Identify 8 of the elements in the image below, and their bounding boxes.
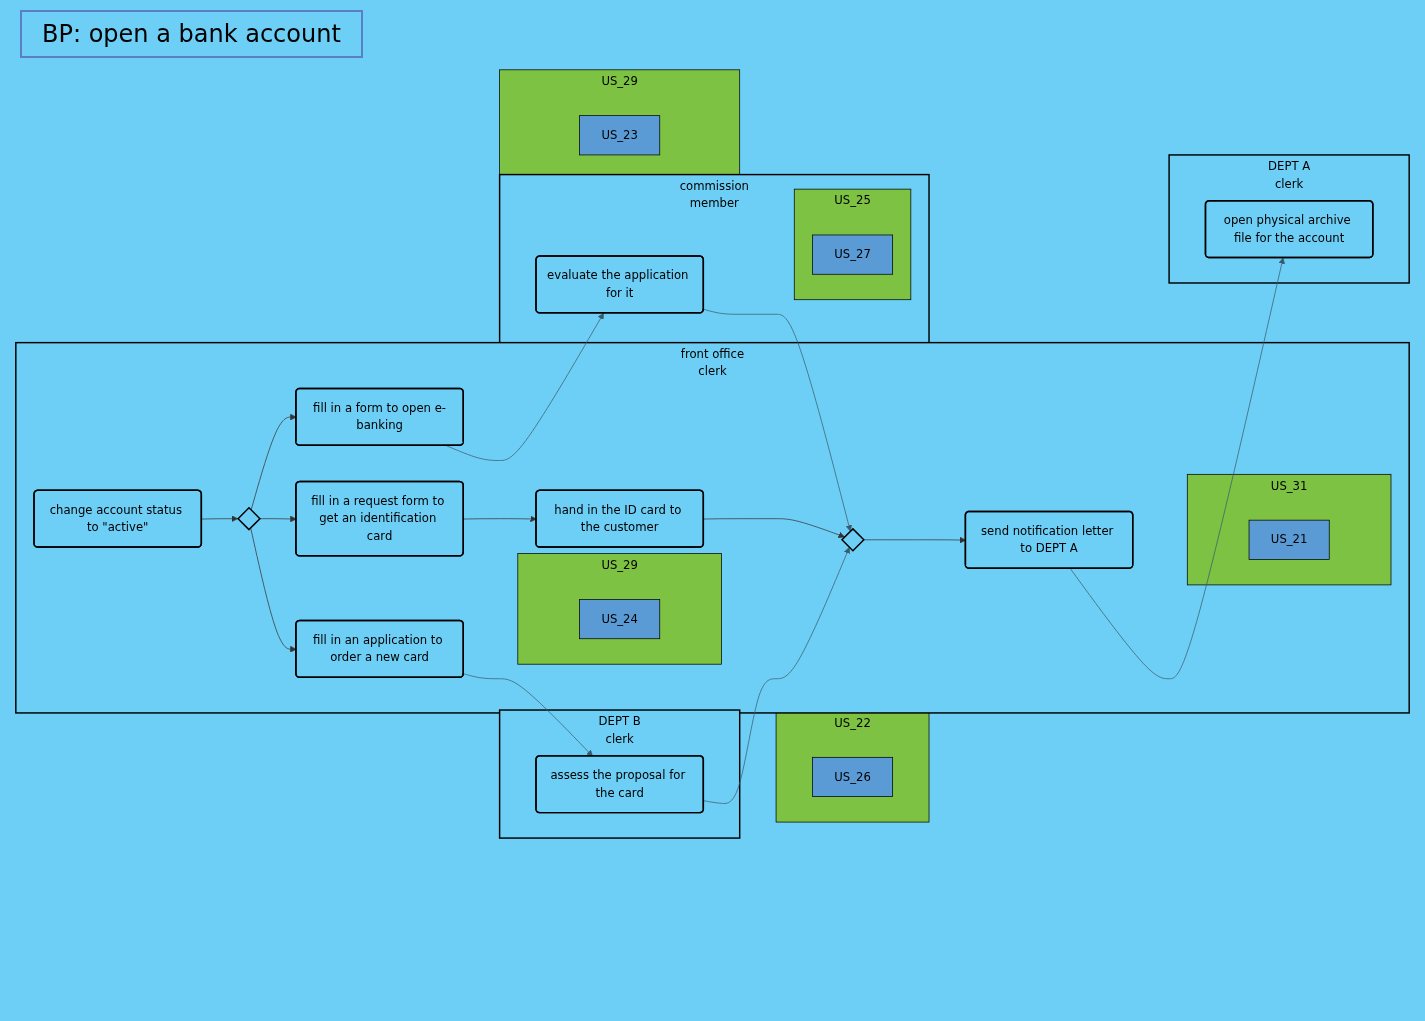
node-box: US_27 <box>812 234 893 275</box>
node-box: US_26 <box>812 756 893 797</box>
node-diamond <box>840 527 865 552</box>
node-diamond <box>237 506 261 531</box>
node-box: US_21 <box>1248 519 1330 560</box>
node-box: US_24 <box>579 599 661 640</box>
node-box: US_23 <box>579 115 661 156</box>
diagram-title: BP: open a bank account <box>20 10 363 58</box>
